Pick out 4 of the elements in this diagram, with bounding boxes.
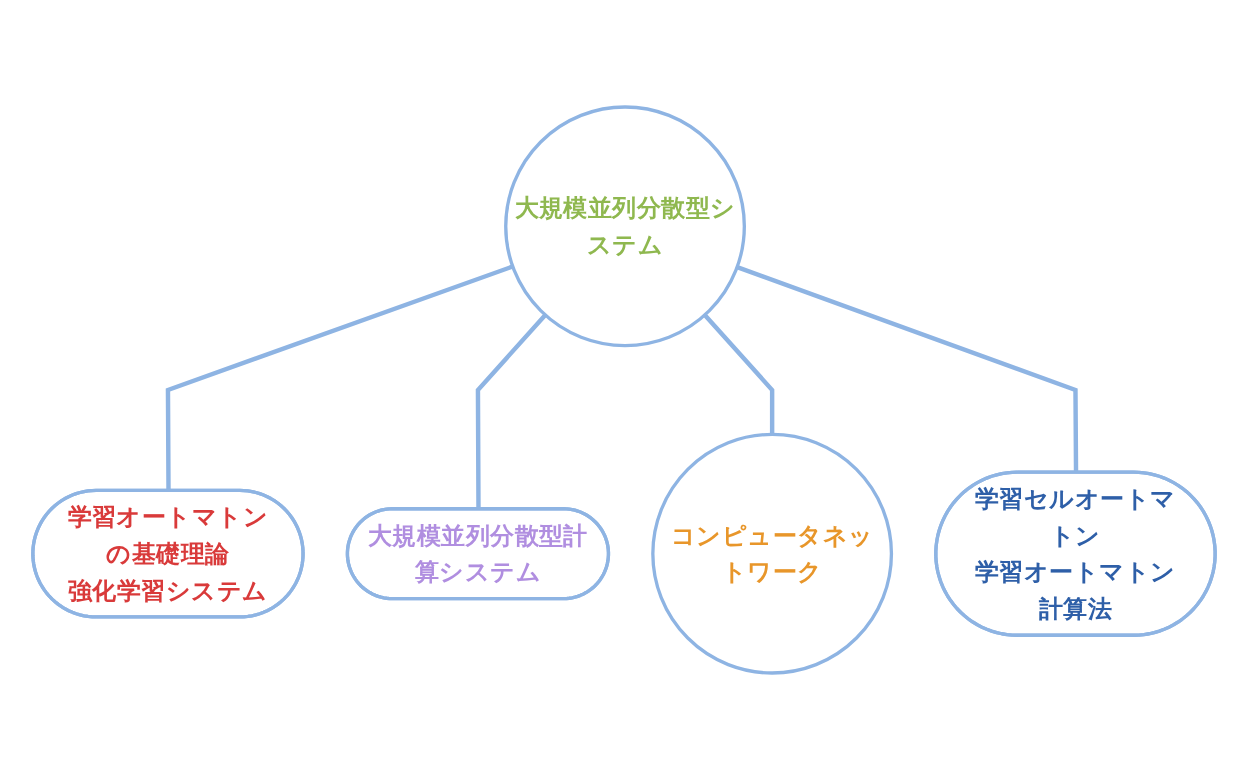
connector xyxy=(702,313,774,434)
node-circle: 大規模並列分散型システム xyxy=(503,104,746,347)
connector xyxy=(475,313,547,509)
node-circle: コンピュータネットワーク xyxy=(650,432,893,675)
